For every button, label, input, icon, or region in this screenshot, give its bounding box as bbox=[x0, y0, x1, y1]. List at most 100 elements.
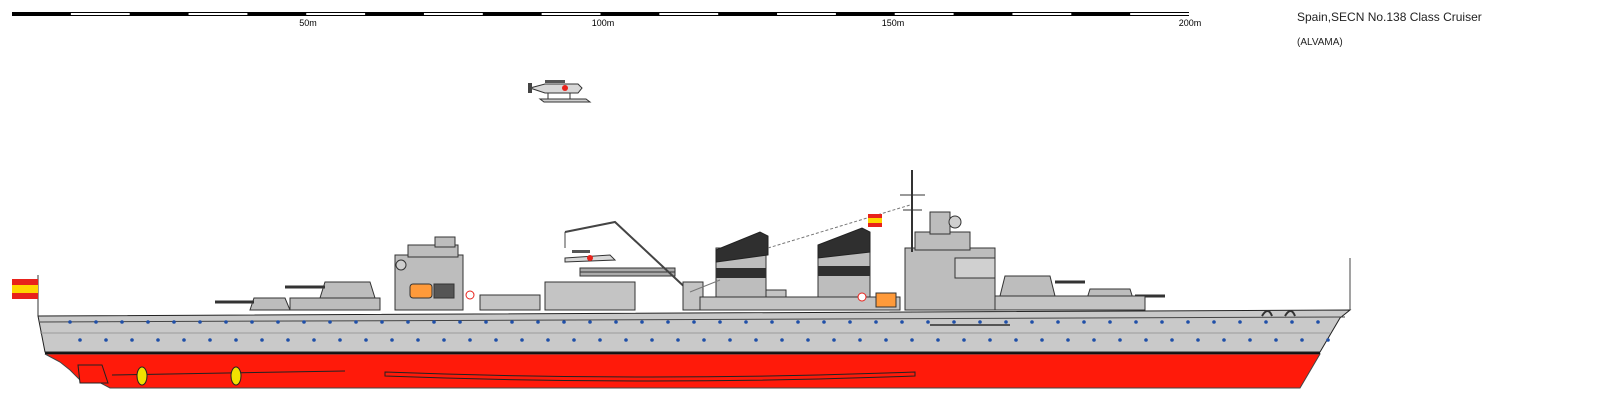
porthole bbox=[848, 320, 852, 324]
porthole bbox=[68, 320, 72, 324]
porthole bbox=[900, 320, 904, 324]
porthole bbox=[744, 320, 748, 324]
porthole bbox=[614, 320, 618, 324]
porthole bbox=[224, 320, 228, 324]
porthole bbox=[1066, 338, 1070, 342]
porthole bbox=[338, 338, 342, 342]
seaplane-flying bbox=[528, 80, 592, 103]
propeller-aft bbox=[136, 366, 148, 386]
porthole bbox=[1040, 338, 1044, 342]
midship-deckhouse bbox=[699, 296, 901, 311]
porthole bbox=[312, 338, 316, 342]
hull-grey-topsides bbox=[37, 309, 1352, 353]
porthole bbox=[234, 338, 238, 342]
porthole bbox=[1118, 338, 1122, 342]
porthole bbox=[390, 338, 394, 342]
porthole bbox=[1134, 320, 1138, 324]
portholes bbox=[68, 320, 1330, 342]
bilge-keel bbox=[384, 371, 916, 382]
porthole bbox=[952, 320, 956, 324]
porthole bbox=[146, 320, 150, 324]
porthole bbox=[130, 338, 134, 342]
porthole bbox=[1300, 338, 1304, 342]
porthole bbox=[858, 338, 862, 342]
porthole bbox=[208, 338, 212, 342]
scale-bar bbox=[12, 12, 1189, 16]
porthole bbox=[406, 320, 410, 324]
scale-segment bbox=[659, 13, 719, 15]
porthole bbox=[260, 338, 264, 342]
porthole bbox=[702, 338, 706, 342]
porthole bbox=[962, 338, 966, 342]
porthole bbox=[1092, 338, 1096, 342]
porthole bbox=[156, 338, 160, 342]
porthole bbox=[510, 320, 514, 324]
bridge-and-foremast bbox=[900, 170, 996, 311]
porthole bbox=[276, 320, 280, 324]
porthole bbox=[1248, 338, 1252, 342]
porthole bbox=[588, 320, 592, 324]
porthole bbox=[302, 320, 306, 324]
porthole bbox=[328, 320, 332, 324]
porthole bbox=[250, 320, 254, 324]
catapult-and-crane bbox=[544, 220, 704, 311]
scale-label-200m: 200m bbox=[1178, 18, 1202, 28]
porthole bbox=[1056, 320, 1060, 324]
porthole bbox=[978, 320, 982, 324]
porthole bbox=[1326, 338, 1330, 342]
porthole bbox=[432, 320, 436, 324]
scale-segment bbox=[423, 13, 483, 15]
scale-segment bbox=[1012, 13, 1072, 15]
porthole bbox=[728, 338, 732, 342]
turret-forward-upper bbox=[999, 275, 1085, 297]
scale-segment bbox=[188, 13, 248, 15]
scale-segment bbox=[894, 13, 954, 15]
porthole bbox=[364, 338, 368, 342]
porthole bbox=[286, 338, 290, 342]
porthole bbox=[416, 338, 420, 342]
stern-flag bbox=[12, 275, 39, 316]
scale-segment bbox=[777, 13, 836, 15]
porthole bbox=[1212, 320, 1216, 324]
porthole bbox=[780, 338, 784, 342]
porthole bbox=[676, 338, 680, 342]
porthole bbox=[650, 338, 654, 342]
aft-superstructure bbox=[289, 236, 541, 311]
porthole bbox=[1144, 338, 1148, 342]
scale-segment bbox=[541, 13, 601, 15]
porthole bbox=[1108, 320, 1112, 324]
porthole bbox=[494, 338, 498, 342]
porthole bbox=[1316, 320, 1320, 324]
porthole bbox=[484, 320, 488, 324]
porthole bbox=[988, 338, 992, 342]
porthole bbox=[1004, 320, 1008, 324]
porthole bbox=[442, 338, 446, 342]
porthole bbox=[546, 338, 550, 342]
drawing-title: Spain,SECN No.138 Class Cruiser bbox=[1297, 10, 1482, 24]
porthole bbox=[562, 320, 566, 324]
seaplane-on-catapult bbox=[564, 250, 617, 263]
scale-segment bbox=[1130, 13, 1189, 15]
porthole bbox=[94, 320, 98, 324]
scale-label-150m: 150m bbox=[881, 18, 905, 28]
porthole bbox=[198, 320, 202, 324]
porthole bbox=[884, 338, 888, 342]
rudder bbox=[77, 364, 109, 384]
porthole bbox=[822, 320, 826, 324]
porthole bbox=[78, 338, 82, 342]
porthole bbox=[754, 338, 758, 342]
propeller-shaft bbox=[111, 370, 346, 376]
porthole bbox=[572, 338, 576, 342]
scale-label-100m: 100m bbox=[591, 18, 615, 28]
porthole bbox=[1160, 320, 1164, 324]
porthole bbox=[1264, 320, 1268, 324]
porthole bbox=[1030, 320, 1034, 324]
porthole bbox=[354, 320, 358, 324]
porthole bbox=[926, 320, 930, 324]
turret-aft-upper bbox=[285, 281, 376, 299]
porthole bbox=[1196, 338, 1200, 342]
porthole bbox=[806, 338, 810, 342]
turret-aft-lower bbox=[215, 297, 291, 311]
porthole bbox=[692, 320, 696, 324]
